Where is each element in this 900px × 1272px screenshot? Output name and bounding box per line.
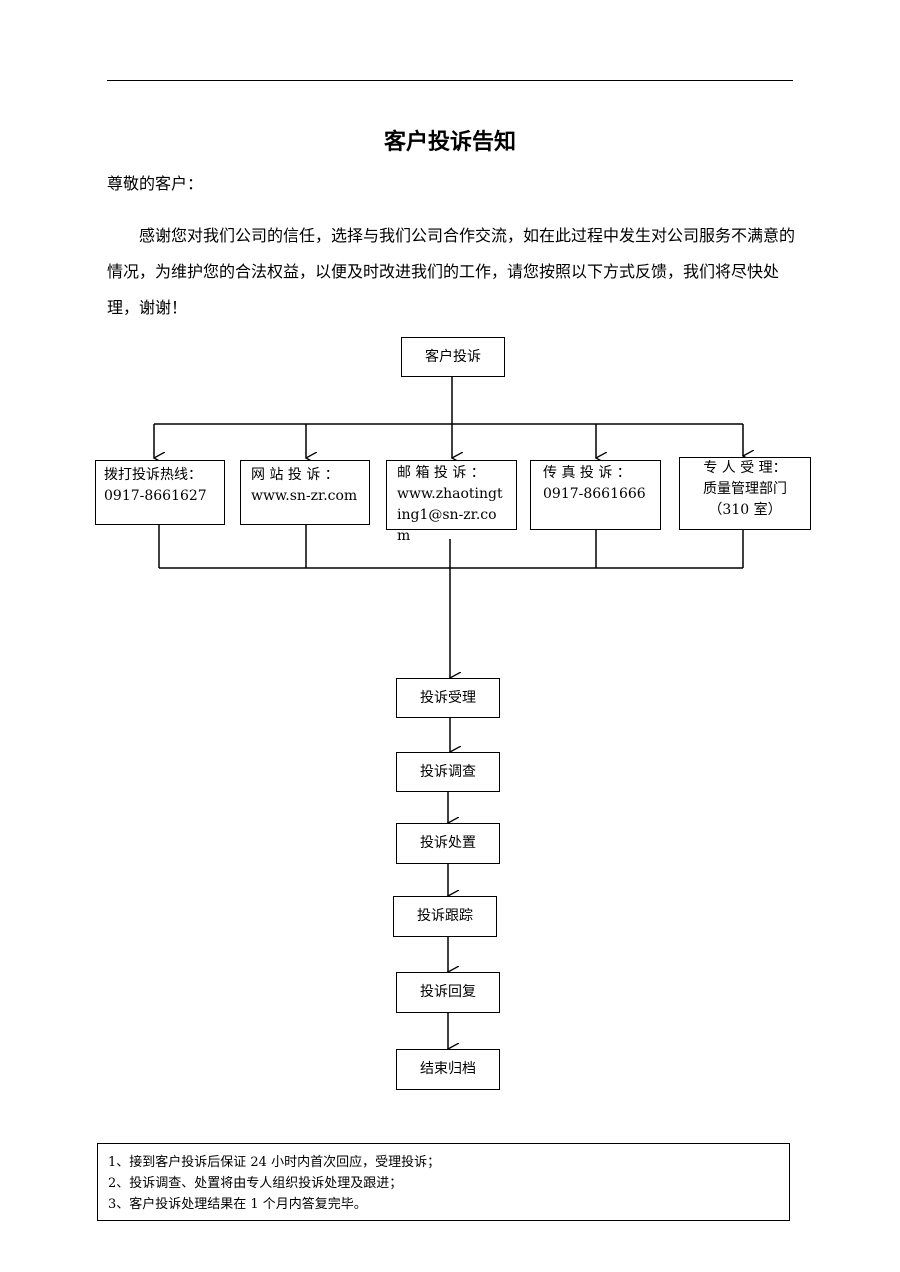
channel-dedicated: 专 人 受 理： 质量管理部门 （310 室） [679, 457, 811, 530]
step-track-label: 投诉跟踪 [417, 908, 473, 924]
step-track: 投诉跟踪 [393, 896, 497, 937]
note-3: 3、客户投诉处理结果在 1 个月内答复完毕。 [108, 1197, 367, 1212]
step-accept-label: 投诉受理 [420, 689, 476, 706]
channel-fax-number: 0917-8661666 [543, 486, 646, 502]
step-archive: 结束归档 [396, 1049, 500, 1090]
step-accept: 投诉受理 [396, 678, 500, 718]
root-box: 客户投诉 [401, 337, 505, 377]
intro-paragraph: 感谢您对我们公司的信任，选择与我们公司合作交流，如在此过程中发生对公司服务不满意… [107, 226, 796, 317]
channel-hotline: 拨打投诉热线： 0917-8661627 [95, 460, 225, 525]
step-archive-label: 结束归档 [420, 1061, 476, 1077]
root-label: 客户投诉 [425, 348, 481, 365]
step-handle-label: 投诉处置 [420, 835, 476, 851]
step-handle: 投诉处置 [396, 823, 500, 864]
note-1: 1、接到客户投诉后保证 24 小时内首次回应，受理投诉； [108, 1155, 441, 1170]
channel-dedicated-label: 专 人 受 理： [703, 460, 787, 476]
channel-email-label: 邮 箱 投 诉 ： [397, 465, 485, 481]
step-investigate-label: 投诉调查 [420, 763, 476, 780]
step-investigate: 投诉调查 [396, 752, 500, 792]
note-2: 2、投诉调查、处置将由专人组织投诉处理及跟进； [108, 1176, 403, 1191]
salutation: 尊敬的客户： [107, 174, 204, 193]
channel-fax-label: 传 真 投 诉 ： [543, 465, 631, 481]
channel-website: 网 站 投 诉 ： www.sn-zr.com [240, 460, 370, 525]
step-reply: 投诉回复 [396, 972, 500, 1013]
notes-box: 1、接到客户投诉后保证 24 小时内首次回应，受理投诉； 2、投诉调查、处置将由… [97, 1143, 790, 1221]
channel-dedicated-room: （310 室） [708, 502, 782, 518]
header-rule [107, 80, 793, 81]
channel-email-address: www.zhaotingting1@sn-zr.com [397, 486, 503, 544]
channel-website-label: 网 站 投 诉 ： [251, 467, 339, 483]
channel-dedicated-department: 质量管理部门 [703, 481, 787, 497]
channel-hotline-label: 拨打投诉热线： [104, 467, 202, 483]
page-title: 客户投诉告知 [383, 130, 516, 155]
step-reply-label: 投诉回复 [420, 984, 476, 1000]
channel-email: 邮 箱 投 诉 ： www.zhaotingting1@sn-zr.com [386, 460, 517, 544]
channel-hotline-number: 0917-8661627 [104, 488, 207, 504]
channel-website-url: www.sn-zr.com [251, 488, 358, 504]
channel-fax: 传 真 投 诉 ： 0917-8661666 [530, 460, 661, 530]
